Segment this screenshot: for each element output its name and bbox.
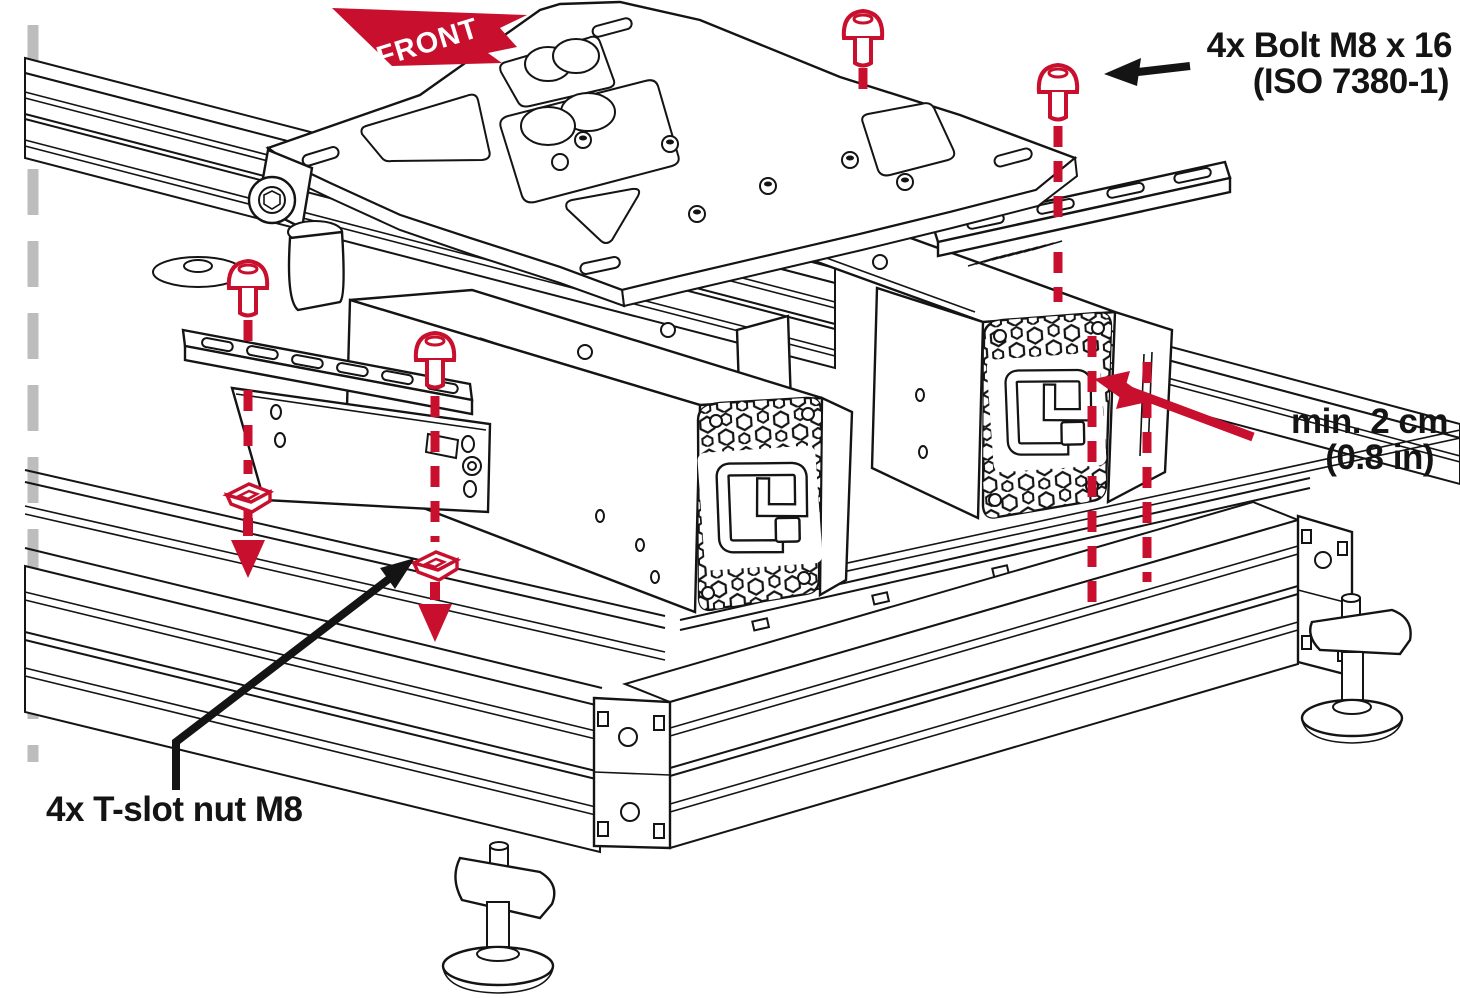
hinge-pivot bbox=[247, 148, 345, 312]
plate-cutout bbox=[360, 93, 491, 163]
tslot-callout-arrow bbox=[172, 558, 415, 790]
leveling-foot-right bbox=[1300, 593, 1412, 744]
bolt-m8-icon bbox=[1036, 63, 1080, 122]
cooling-fins bbox=[967, 240, 1063, 267]
clearance-callout-line2: (0.8 in) bbox=[1325, 438, 1434, 477]
plate-cutout bbox=[861, 102, 956, 177]
clearance-callout-line1: min. 2 cm bbox=[1291, 402, 1448, 441]
t-slot-nut-icon bbox=[412, 550, 459, 582]
t-slot-nut-icon bbox=[225, 482, 272, 514]
leveling-foot-front bbox=[441, 841, 556, 994]
frame-front-rails bbox=[24, 500, 1354, 854]
rail-end-cap-corner bbox=[592, 696, 672, 850]
bolt-callout-line2: (ISO 7380-1) bbox=[1253, 62, 1449, 101]
insert-down-arrow bbox=[231, 518, 265, 578]
bolt-callout-arrow bbox=[1104, 58, 1191, 86]
front-direction-arrow: FRONT bbox=[332, 8, 527, 74]
bolt-m8-icon bbox=[841, 9, 885, 68]
clearance-measure-arrow bbox=[1094, 371, 1255, 442]
mounting-bracket-left bbox=[181, 328, 492, 514]
top-plate bbox=[247, 0, 1079, 312]
insert-down-arrow bbox=[418, 582, 452, 642]
plate-screws bbox=[574, 131, 914, 223]
bolt-callout-line1: 4x Bolt M8 x 16 bbox=[1207, 26, 1452, 65]
bolt-m8-icon bbox=[226, 259, 270, 318]
plate-cutout bbox=[565, 187, 641, 244]
tslot-callout-label: 4x T-slot nut M8 bbox=[46, 790, 303, 829]
